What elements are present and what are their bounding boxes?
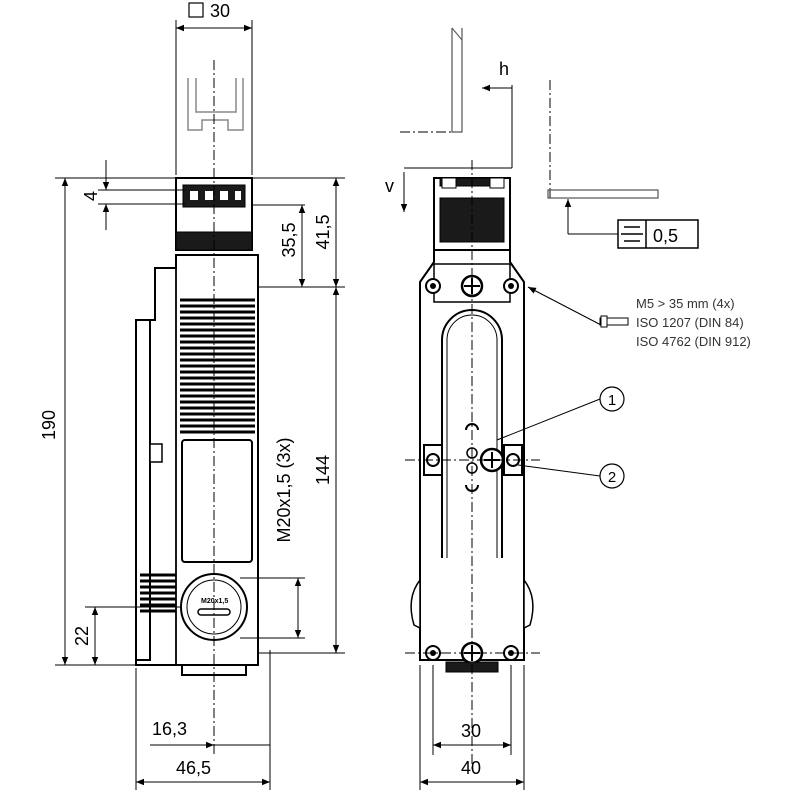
dim-35-5: 35,5: [279, 222, 299, 257]
bottom-left-dimensions: 16,3 46,5: [135, 650, 271, 790]
screw-note-line3: ISO 4762 (DIN 912): [636, 334, 751, 349]
label-h: h: [499, 59, 509, 79]
dim-4: 4: [81, 191, 101, 201]
gland-emboss: M20x1,5: [201, 598, 228, 605]
tolerance-value: 0,5: [653, 226, 678, 246]
screw-note-line2: ISO 1207 (DIN 84): [636, 315, 744, 330]
label-v: v: [385, 176, 394, 196]
actuator-adjust-sketch: h v: [385, 27, 659, 235]
dim-22: 22: [72, 626, 92, 646]
dim-144: 144: [313, 455, 333, 485]
dim-190: 190: [39, 410, 59, 440]
dim-40: 40: [461, 758, 481, 778]
dim-thread: M20x1,5 (3x): [274, 437, 294, 542]
switch-side-view: M20x1,5: [135, 150, 259, 755]
tolerance-frame: 0,5: [617, 219, 699, 249]
middle-dimensions: 35,5 41,5 144 M20x1,5 (3x): [240, 177, 345, 654]
dim-41-5: 41,5: [313, 214, 333, 249]
dim-16-3: 16,3: [152, 719, 187, 739]
screw-note: M5 > 35 mm (4x) ISO 1207 (DIN 84) ISO 47…: [527, 286, 751, 349]
dim-46-5: 46,5: [176, 758, 211, 778]
dim-top-square: 30: [210, 1, 230, 21]
callout-1-label: 1: [608, 392, 616, 409]
square-symbol: [188, 2, 204, 18]
callout-1: [599, 386, 625, 412]
left-dimensions: 190 4 22: [39, 160, 185, 666]
actuator-top-view: 30: [175, 1, 253, 175]
switch-front-view: [405, 160, 540, 770]
callout-2: [599, 463, 625, 489]
dim-30: 30: [461, 721, 481, 741]
callout-2-label: 2: [608, 469, 616, 486]
bottom-right-dimensions: 30 40: [419, 665, 525, 790]
callouts: 1 2: [496, 386, 625, 489]
screw-note-line1: M5 > 35 mm (4x): [636, 296, 735, 311]
